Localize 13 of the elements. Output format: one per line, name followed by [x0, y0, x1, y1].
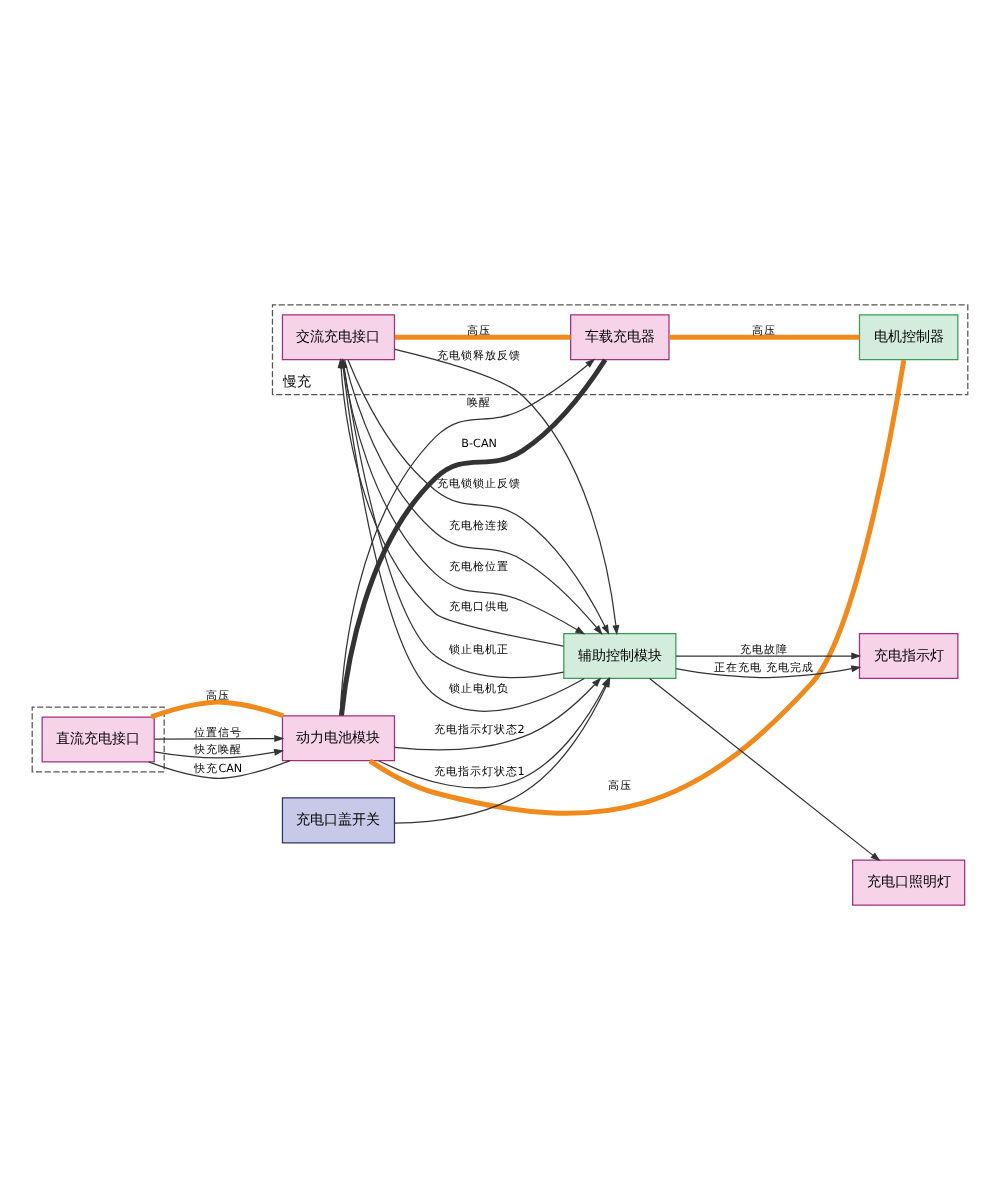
- arrow: [675, 652, 862, 660]
- arrow: [153, 735, 285, 742]
- arrow: [648, 677, 881, 862]
- arrow: [675, 665, 862, 679]
- connector: [150, 699, 285, 720]
- arrow: [394, 348, 620, 636]
- connector: [394, 334, 571, 340]
- connector: [368, 359, 907, 816]
- arrow: [153, 748, 285, 759]
- cluster: [31, 706, 165, 773]
- connector: [148, 760, 291, 779]
- arrow: [394, 677, 602, 751]
- connector: [669, 334, 860, 340]
